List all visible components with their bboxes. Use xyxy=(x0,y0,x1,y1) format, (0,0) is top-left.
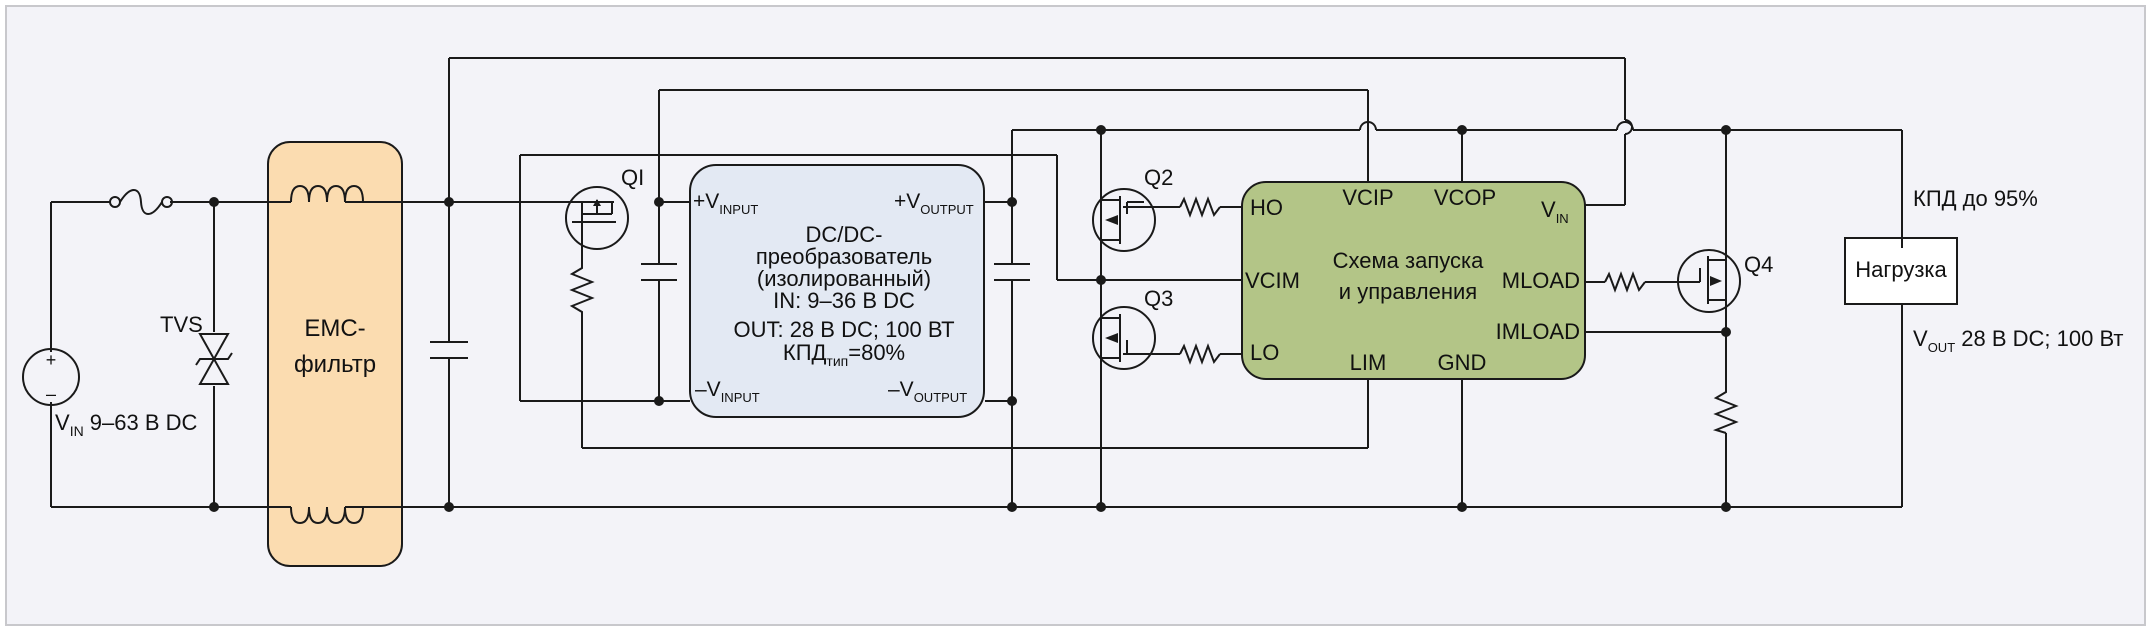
mload-resistor xyxy=(1604,271,1646,293)
dcdc-title-line1: DC/DC- xyxy=(806,222,883,247)
dcdc-input-spec: IN: 9–36 В DC xyxy=(773,288,915,313)
output-voltage-label: VOUT 28 В DC; 100 Вт xyxy=(1913,326,2123,355)
pin-ho: HO xyxy=(1250,195,1283,220)
q1-label: QI xyxy=(621,165,644,190)
input-voltage-source: + – xyxy=(22,348,80,406)
source-plus-sign: + xyxy=(46,350,57,370)
q3-gate-resistor xyxy=(1179,343,1221,365)
load-efficiency-label: КПД до 95% xyxy=(1913,186,2038,211)
input-capacitor xyxy=(641,263,677,281)
q4-label: Q4 xyxy=(1744,252,1773,277)
fuse xyxy=(109,189,173,215)
q3-mosfet xyxy=(1092,306,1156,370)
dcdc-title-line3: (изолированный) xyxy=(757,266,931,291)
output-capacitor xyxy=(994,263,1030,281)
sense-resistor xyxy=(1712,387,1739,434)
dcdc-efficiency: КПДтип=80% xyxy=(783,340,905,369)
q4-mosfet xyxy=(1677,249,1741,313)
pin-vcip: VCIP xyxy=(1342,185,1393,210)
dcdc-title-line2: преобразователь xyxy=(756,244,932,269)
control-block: HO VCIM LO VCIP VCOP VIN MLOAD IMLOAD LI… xyxy=(1241,181,1586,380)
pin-gnd: GND xyxy=(1438,350,1487,375)
dcdc-output-spec: OUT: 28 В DC; 100 ВТ xyxy=(733,317,954,342)
input-voltage-label: VIN 9–63 В DC xyxy=(55,410,198,439)
dcdc-pin-vin-plus: +VINPUT xyxy=(693,190,758,217)
control-title-line1: Схема запуска xyxy=(1333,248,1484,273)
wire-crossovers xyxy=(1359,119,1634,135)
pin-mload: MLOAD xyxy=(1502,268,1580,293)
bulk-capacitor xyxy=(430,341,468,359)
emc-filter: ЕМС- фильтр xyxy=(267,141,403,567)
pin-vcop: VCOP xyxy=(1434,185,1496,210)
q2-label: Q2 xyxy=(1144,165,1173,190)
q1-mosfet xyxy=(565,186,629,250)
load-label: Нагрузка xyxy=(1855,257,1947,282)
q2-mosfet xyxy=(1092,188,1156,252)
tvs-label: TVS xyxy=(160,312,203,337)
emc-label-line2: фильтр xyxy=(294,351,376,378)
q1-gate-resistor xyxy=(569,262,595,318)
q3-label: Q3 xyxy=(1144,286,1173,311)
pin-vcim: VCIM xyxy=(1245,268,1300,293)
dcdc-converter: +VINPUT +VOUTPUT –VINPUT –VOUTPUT DC/DC-… xyxy=(689,164,985,418)
emc-label-line1: ЕМС- xyxy=(304,315,365,342)
control-title-line2: и управления xyxy=(1339,279,1477,304)
dcdc-pin-vout-plus: +VOUTPUT xyxy=(894,190,974,217)
tvs-diode xyxy=(195,333,233,385)
dcdc-pin-vout-minus: –VOUTPUT xyxy=(888,378,967,405)
pin-lim: LIM xyxy=(1350,350,1387,375)
source-minus-sign: – xyxy=(46,384,56,404)
pin-lo: LO xyxy=(1250,340,1279,365)
dcdc-pin-vin-minus: –VINPUT xyxy=(695,378,760,405)
pin-vin: VIN xyxy=(1541,197,1569,226)
junction-dots xyxy=(209,125,1731,512)
pin-imload: IMLOAD xyxy=(1496,319,1580,344)
q2-gate-resistor xyxy=(1179,196,1221,218)
load-block: Нагрузка xyxy=(1844,237,1958,305)
